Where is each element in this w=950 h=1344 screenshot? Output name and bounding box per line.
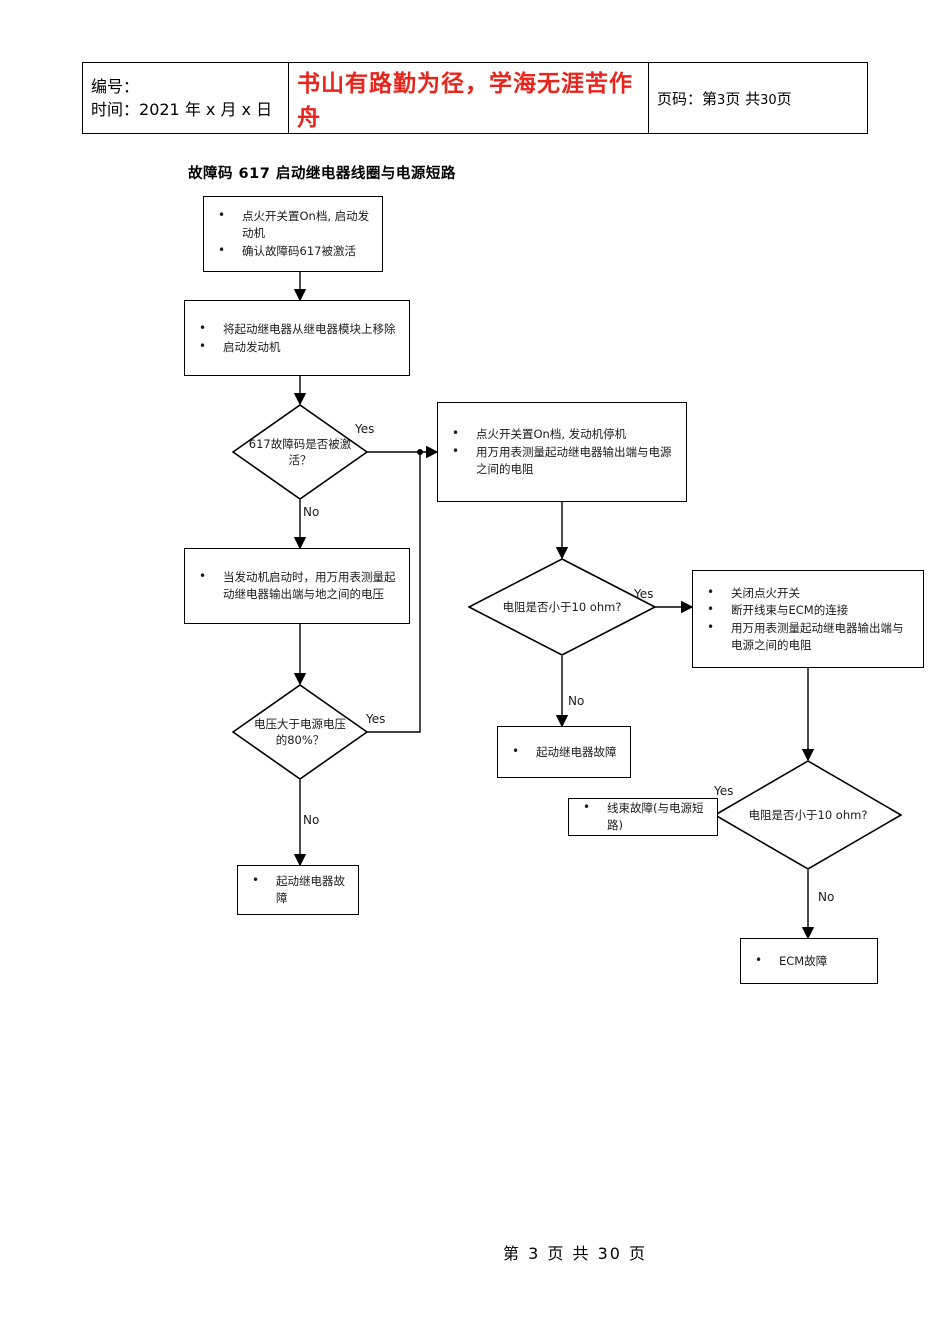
node-line: 点火开关置On档, 启动发动机	[216, 207, 372, 241]
node-bullet-list: 关闭点火开关 断开线束与ECM的连接 用万用表测量起动继电器输出端与电源之间的电…	[693, 584, 923, 655]
decision-label: 电阻是否小于10 ohm?	[502, 599, 622, 614]
node-result-relay-fault-mid: 起动继电器故障	[497, 726, 631, 778]
node-remove-relay: 将起动继电器从继电器模块上移除 启动发动机	[184, 300, 410, 376]
footer-total-suffix: 页	[629, 1244, 648, 1263]
node-bullet-list: 当发动机启动时，用万用表测量起动继电器输出端与地之间的电压	[185, 568, 409, 603]
decision-fault-617-active: 617故障码是否被激活？	[232, 404, 368, 500]
node-bullet-list: 点火开关置On档, 启动发动机 确认故障码617被激活	[204, 207, 382, 260]
footer-current: 3	[528, 1244, 541, 1263]
page-header-table: 编号： 时间：2021 年 x 月 x 日 书山有路勤为径，学海无涯苦作舟 页码…	[82, 62, 868, 134]
footer-total: 30	[597, 1244, 622, 1263]
node-bullet-list: 将起动继电器从继电器模块上移除 启动发动机	[185, 320, 409, 356]
node-check-fault-active: 点火开关置On档, 启动发动机 确认故障码617被激活	[203, 196, 383, 272]
node-line: 启动发动机	[197, 338, 399, 356]
header-motto-text: 书山有路勤为径，学海无涯苦作舟	[297, 71, 633, 131]
node-line: 起动继电器故障	[510, 743, 620, 761]
node-line: 当发动机启动时，用万用表测量起动继电器输出端与地之间的电压	[197, 568, 399, 602]
node-line: 点火开关置On档, 发动机停机	[450, 426, 676, 443]
header-page-line: 页码：第3页 共30页	[657, 88, 859, 109]
node-line: 用万用表测量起动继电器输出端与电源之间的电阻	[450, 443, 676, 477]
header-cell-motto: 书山有路勤为径，学海无涯苦作舟	[289, 63, 649, 133]
page-footer: 第 3 页 共 30 页	[0, 1240, 950, 1264]
edge-label-d4-yes: Yes	[714, 784, 734, 798]
node-bullet-list: 点火开关置On档, 发动机停机 用万用表测量起动继电器输出端与电源之间的电阻	[438, 425, 686, 478]
decision-label: 617故障码是否被激活？	[248, 436, 352, 467]
header-cell-pagination: 页码：第3页 共30页	[649, 63, 867, 133]
footer-current-suffix: 页	[547, 1244, 566, 1263]
header-page-current-prefix: 第	[702, 89, 718, 108]
diamond-shape	[714, 760, 902, 870]
node-result-ecm-fault: ECM故障	[740, 938, 878, 984]
header-date-line: 时间：2021 年 x 月 x 日	[91, 98, 280, 121]
header-number-label: 编号：	[91, 76, 140, 96]
decision-resistance-below-10ohm-2: 电阻是否小于10 ohm?	[714, 760, 902, 870]
header-page-current-suffix: 页	[725, 89, 741, 108]
node-result-relay-fault-left: 起动继电器故障	[237, 865, 359, 915]
node-bullet-list: 起动继电器故障	[238, 872, 358, 907]
node-bullet-list: ECM故障	[741, 952, 877, 971]
decision-label: 电阻是否小于10 ohm?	[748, 807, 868, 822]
connector-junction-dot	[417, 449, 423, 455]
node-result-harness-short: 线束故障(与电源短路)	[568, 798, 718, 836]
node-line: 线束故障(与电源短路)	[581, 799, 707, 833]
edge-label-d4-no: No	[818, 890, 835, 904]
footer-current-prefix: 第	[502, 1244, 521, 1263]
node-bullet-list: 起动继电器故障	[498, 743, 630, 762]
node-line: ECM故障	[753, 952, 867, 970]
edge-label-d1-no: No	[303, 505, 320, 519]
node-line: 关闭点火开关	[705, 584, 913, 602]
header-page-total: 30	[760, 92, 777, 108]
decision-voltage-above-80pct: 电压大于电源电压的80%？	[232, 684, 368, 780]
node-measure-resistance-power: 点火开关置On档, 发动机停机 用万用表测量起动继电器输出端与电源之间的电阻	[437, 402, 687, 502]
header-page-total-suffix: 页	[776, 89, 792, 108]
edge-label-d3-yes: Yes	[634, 587, 654, 601]
flowchart-title: 故障码 617 启动继电器线圈与电源短路	[188, 166, 456, 182]
header-page-current: 3	[717, 92, 726, 108]
node-line: 将起动继电器从继电器模块上移除	[197, 320, 399, 338]
diamond-shape	[232, 684, 368, 780]
diamond-shape	[468, 558, 656, 656]
diamond-shape	[232, 404, 368, 500]
header-page-total-prefix: 共	[745, 89, 761, 108]
header-cell-meta: 编号： 时间：2021 年 x 月 x 日	[83, 63, 289, 133]
node-line: 用万用表测量起动继电器输出端与电源之间的电阻	[705, 619, 913, 653]
decision-label: 电压大于电源电压的80%？	[253, 716, 346, 747]
node-line: 确认故障码617被激活	[216, 242, 372, 260]
edge-label-d3-no: No	[568, 694, 585, 708]
footer-pagination: 第 3 页 共 30 页	[303, 1240, 647, 1264]
edge-label-d2-no: No	[303, 813, 320, 827]
edge-label-d1-yes: Yes	[355, 422, 375, 436]
node-line: 起动继电器故障	[250, 872, 348, 906]
header-date-label: 时间：	[91, 100, 140, 119]
node-disconnect-ecm-measure: 关闭点火开关 断开线束与ECM的连接 用万用表测量起动继电器输出端与电源之间的电…	[692, 570, 924, 668]
node-line: 断开线束与ECM的连接	[705, 601, 913, 619]
header-page-label: 页码：	[657, 89, 703, 108]
header-date-value: 2021 年 x 月 x 日	[139, 100, 273, 119]
decision-resistance-below-10ohm-1: 电阻是否小于10 ohm?	[468, 558, 656, 656]
node-measure-voltage-ground: 当发动机启动时，用万用表测量起动继电器输出端与地之间的电压	[184, 548, 410, 624]
node-bullet-list: 线束故障(与电源短路)	[569, 799, 717, 834]
footer-total-prefix: 共	[572, 1244, 591, 1263]
edge-label-d2-yes: Yes	[366, 712, 386, 726]
